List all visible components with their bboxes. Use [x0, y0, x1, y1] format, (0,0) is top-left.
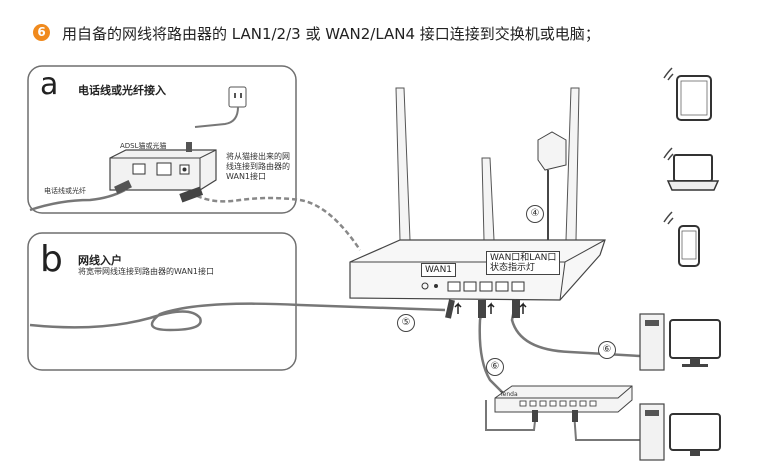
panel-a-note-line1: 将从猫接出来的网 [226, 152, 290, 161]
panel-a-note-line3: WAN1接口 [226, 172, 267, 181]
step-number-badge: 6 [33, 24, 50, 41]
panel-b-letter: b [40, 239, 63, 280]
laptop-icon [666, 154, 720, 191]
power-adapter-icon [537, 131, 567, 245]
desktop-pc-icon [639, 313, 721, 371]
status-callout-line2: 状态指示灯 [490, 263, 536, 273]
phone-cable [29, 188, 126, 212]
tablet-icon [676, 75, 712, 121]
panel-b-desc: 将宽带网线连接到路由器的WAN1接口 [78, 267, 215, 276]
router-antennas [395, 87, 580, 241]
step-4-label: ④ [526, 205, 544, 223]
step-6-label-pc: ⑥ [598, 341, 616, 359]
ethernet-inbound-cable [29, 302, 446, 332]
wan1-callout: WAN1 [421, 263, 457, 277]
panel-a-letter: a [40, 67, 59, 102]
panel-a-title: 电话线或光纤接入 [78, 84, 166, 97]
phone-icon [678, 225, 700, 267]
step-5-label: ⑤ [397, 314, 415, 332]
panel-b-title: 网线入户 [78, 254, 122, 267]
wifi-icon [663, 67, 674, 81]
adsl-modem-icon [109, 142, 217, 191]
panel-a-note: 将从猫接出来的网 线连接到路由器的 WAN1接口 [226, 152, 290, 182]
switch-brand: Tenda [500, 391, 518, 398]
modem-label: ADSL猫或光猫 [120, 142, 167, 150]
instruction-text: 用自备的网线将路由器的 LAN1/2/3 或 WAN2/LAN4 接口连接到交换… [62, 25, 600, 43]
switch-device [494, 385, 633, 413]
step-6-label-switch: ⑥ [486, 358, 504, 376]
modem-network-cable [189, 190, 362, 251]
status-callout-line1: WAN口和LAN口 [490, 253, 557, 263]
cable-label: 电话线或光纤 [44, 187, 86, 195]
status-indicator-callout: WAN口和LAN口 状态指示灯 [486, 251, 561, 275]
wall-socket-icon [194, 86, 247, 128]
panel-b-box [27, 232, 297, 371]
panel-a-note-line2: 线连接到路由器的 [226, 162, 290, 171]
router-body [349, 239, 606, 301]
desktop-pc-icon [639, 403, 721, 461]
